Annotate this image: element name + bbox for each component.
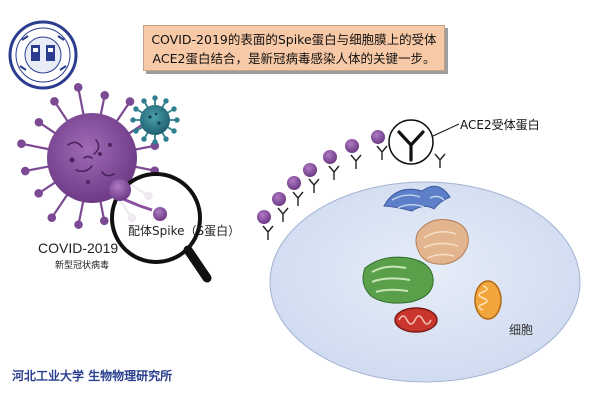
institution-footer: 河北工业大学 生物物理研究所: [12, 369, 173, 383]
chloroplast-icon: [362, 256, 434, 304]
ace2-receptor-icon: [388, 119, 460, 165]
title-line-2: ACE2蛋白结合，是新冠病毒感染人体的关键一步。: [152, 51, 436, 66]
ace2-receptor-small: [292, 191, 304, 206]
mitochondrion-orange-icon: [474, 280, 502, 320]
ace2-receptor-small: [350, 154, 362, 169]
endoplasmic-reticulum-icon: [383, 185, 451, 212]
ace2-receptor-small: [262, 225, 274, 240]
ace2-receptor-label: ACE2受体蛋白: [460, 118, 540, 132]
title-callout-box: COVID-2019的表面的Spike蛋白与细胞膜上的受体 ACE2蛋白结合，是…: [143, 25, 445, 71]
ace2-receptor-small: [434, 153, 446, 168]
covid-cn-label: 新型冠状病毒: [55, 261, 110, 271]
bound-virus-icon: [257, 210, 271, 224]
golgi-icon: [415, 219, 469, 265]
university-logo-icon: [8, 20, 78, 90]
cell-label: 细胞: [509, 323, 534, 337]
bound-virus-icon: [371, 130, 385, 144]
bound-virus-icon: [287, 176, 301, 190]
covid-label: COVID-2019: [38, 240, 119, 256]
bound-virus-icon: [272, 192, 286, 206]
ace2-receptor-small: [308, 178, 320, 193]
bound-virus-icon: [323, 150, 337, 164]
ligand-spike-label: 配体Spike（S蛋白）: [128, 224, 241, 238]
bound-virus-icon: [345, 139, 359, 153]
small-virus-icon: [130, 95, 180, 145]
magnifier-icon: [109, 172, 212, 283]
title-line-1: COVID-2019的表面的Spike蛋白与细胞膜上的受体: [151, 32, 437, 47]
bound-virus-icon: [303, 163, 317, 177]
ace2-receptor-small: [328, 165, 340, 180]
ace2-receptor-small: [277, 207, 289, 222]
ace2-receptor-small: [376, 145, 388, 160]
mitochondrion-red-icon: [394, 307, 438, 333]
membrane-receptors: [257, 130, 446, 240]
